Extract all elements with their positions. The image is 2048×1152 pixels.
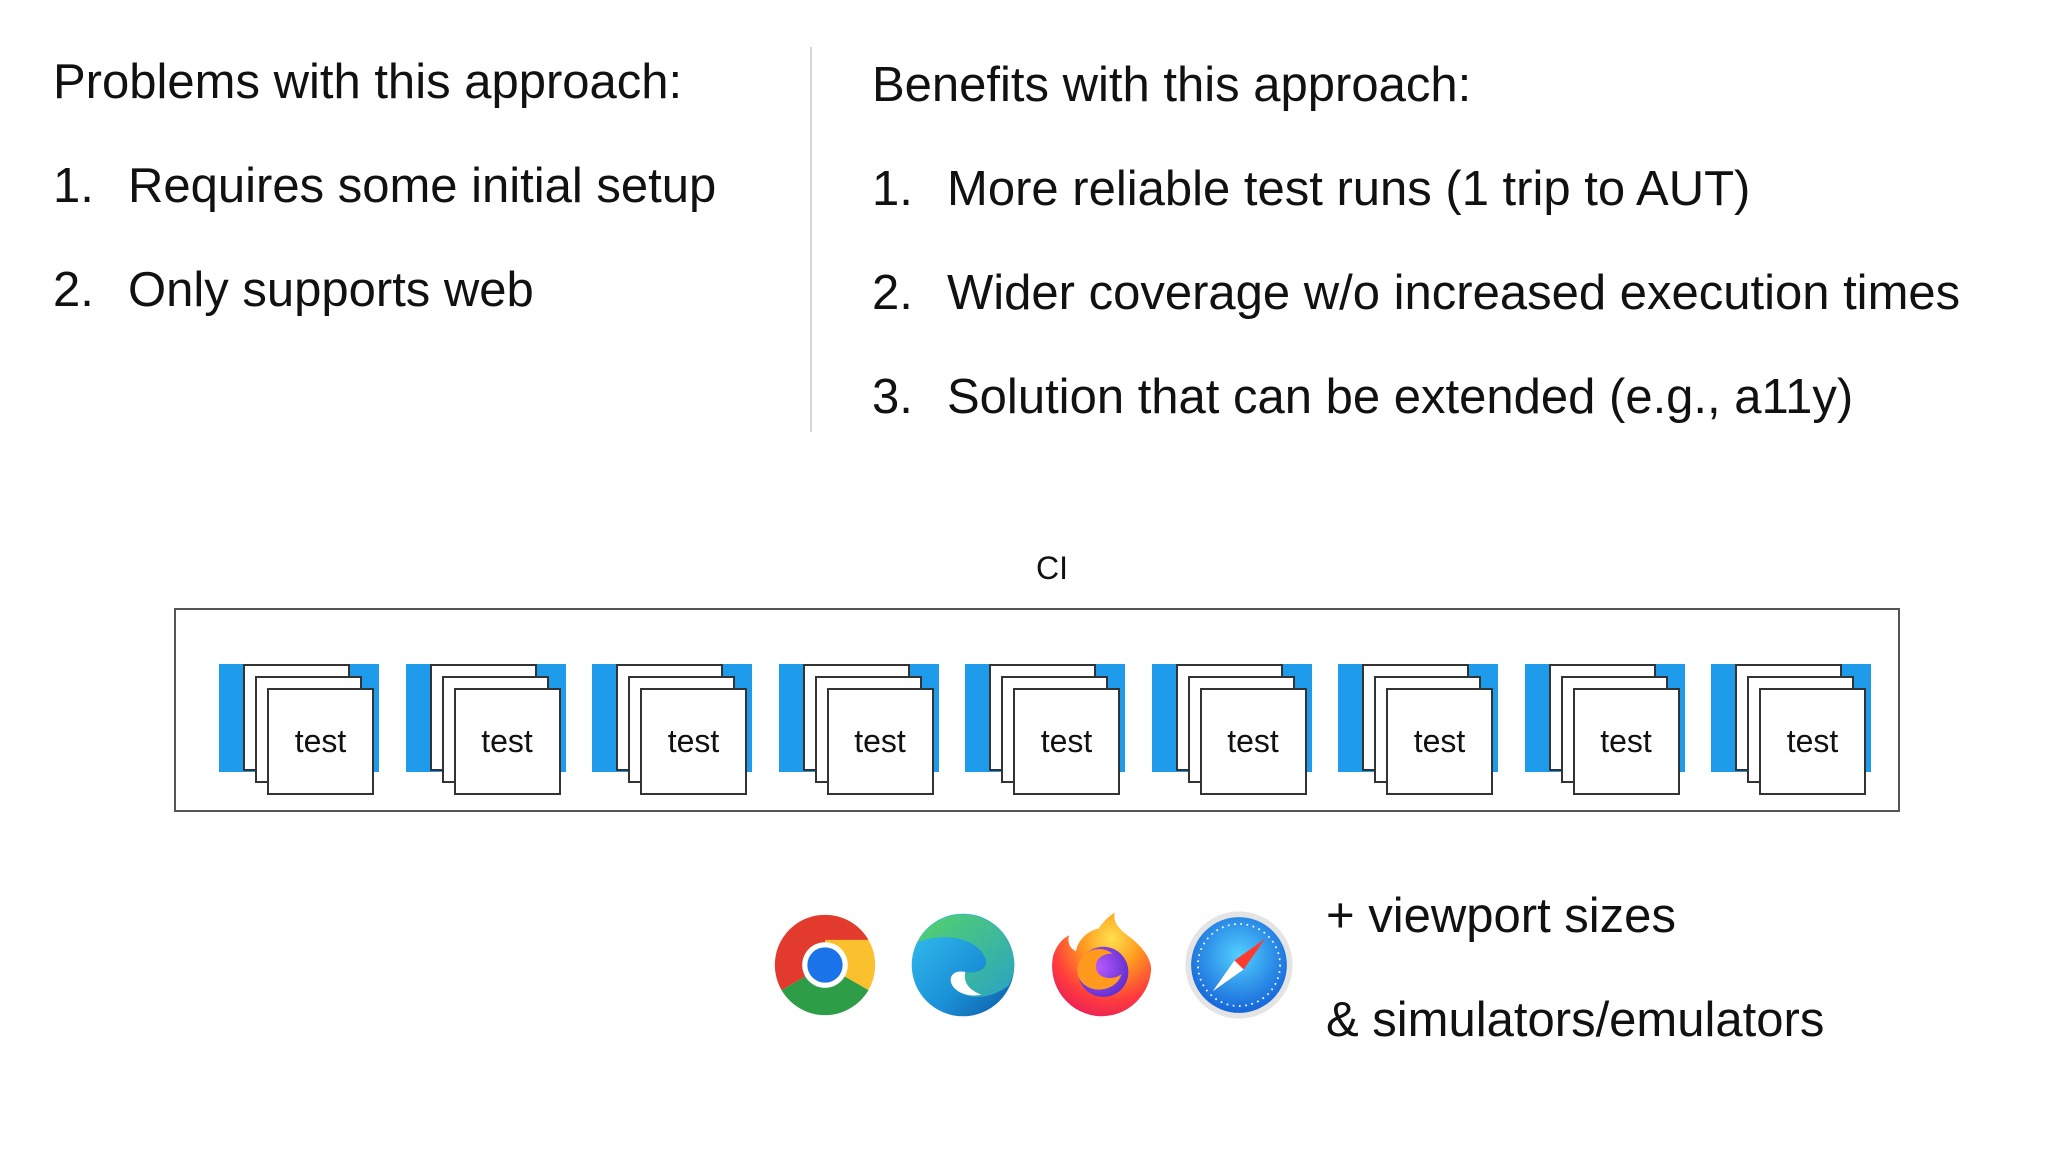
benefit-item: 3. Solution that can be extended (e.g., a… xyxy=(872,367,2042,427)
test-label: test xyxy=(1600,723,1652,759)
test-card-front: test xyxy=(1759,688,1866,795)
test-label: test xyxy=(667,723,720,759)
test-stack: test xyxy=(219,664,379,797)
edge-icon xyxy=(911,913,1015,1017)
simulators-text: & simulators/emulators xyxy=(1326,993,1825,1047)
problem-number: 2. xyxy=(53,263,94,317)
test-card-front: test xyxy=(453,688,561,795)
test-stack: test xyxy=(405,664,566,797)
test-stack: test xyxy=(1338,664,1498,797)
benefit-item: 1. More reliable test runs (1 trip to AUT… xyxy=(872,159,2042,219)
test-card-front: test xyxy=(1013,688,1120,795)
benefit-text: Wider coverage w/o increased execution t… xyxy=(947,266,1961,320)
problem-text: Requires some initial setup xyxy=(128,159,717,213)
benefit-number: 3. xyxy=(872,370,913,424)
test-stack: test xyxy=(965,664,1125,797)
test-label: test xyxy=(854,723,906,759)
benefit-number: 2. xyxy=(872,266,913,320)
test-label: test xyxy=(294,723,347,759)
benefits-section: Benefits with this approach: 1. More reli… xyxy=(872,55,2042,427)
viewport-sizes-text: + viewport sizes xyxy=(1326,889,1676,943)
chrome-icon xyxy=(774,914,876,1016)
test-stack: test xyxy=(1524,664,1685,797)
test-stack: test xyxy=(1151,664,1312,797)
problem-text: Only supports web xyxy=(128,263,534,317)
test-label: test xyxy=(1786,723,1839,759)
test-label: test xyxy=(1413,723,1466,759)
ci-box: test test test test test test test test test xyxy=(174,608,1900,812)
test-label: test xyxy=(1227,723,1279,759)
benefit-text: More reliable test runs (1 trip to AUT) xyxy=(947,162,1751,216)
test-card-front: test xyxy=(1386,688,1493,795)
safari-icon xyxy=(1185,911,1293,1019)
problem-item: 2. Only supports web xyxy=(53,260,793,320)
problem-item: 1. Requires some initial setup xyxy=(53,156,793,216)
problems-section: Problems with this approach: 1. Requires … xyxy=(53,52,793,320)
test-card-front: test xyxy=(640,688,747,795)
test-label: test xyxy=(481,723,533,759)
benefits-heading: Benefits with this approach: xyxy=(872,58,1472,112)
benefit-item: 2. Wider coverage w/o increased execution… xyxy=(872,263,2042,323)
benefit-text: Solution that can be extended (e.g., a11… xyxy=(947,370,1854,424)
test-label: test xyxy=(1040,723,1093,759)
benefit-number: 1. xyxy=(872,162,913,216)
test-stack: test xyxy=(1711,664,1871,797)
problems-list: 1. Requires some initial setup 2. Only sup… xyxy=(53,156,793,320)
test-card-front: test xyxy=(267,688,374,795)
problems-heading: Problems with this approach: xyxy=(53,55,683,109)
test-card-front: test xyxy=(826,688,934,795)
firefox-icon xyxy=(1052,912,1152,1017)
test-card-front: test xyxy=(1199,688,1307,795)
benefits-list: 1. More reliable test runs (1 trip to AUT… xyxy=(872,159,2042,427)
problem-number: 1. xyxy=(53,159,94,213)
test-stack: test xyxy=(778,664,939,797)
ci-label: CI xyxy=(1036,550,1068,586)
test-card-front: test xyxy=(1572,688,1680,795)
test-stack: test xyxy=(592,664,752,797)
column-divider xyxy=(810,47,812,432)
